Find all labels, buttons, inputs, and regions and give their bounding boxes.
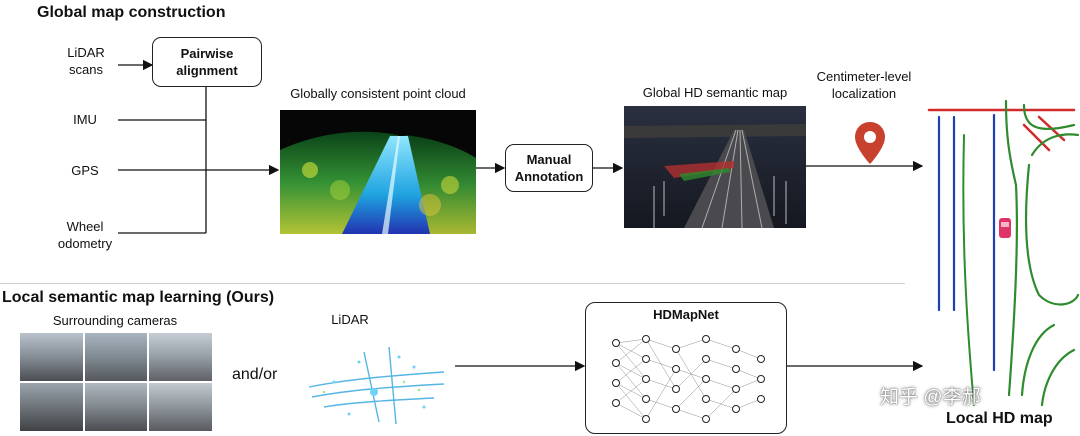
localization-label: Centimeter-level localization [816, 69, 912, 101]
watermark-text: 知乎 @李郝 [880, 387, 981, 408]
wheel-odometry-label: Wheel odometry [57, 219, 113, 251]
point-cloud-label: Globally consistent point cloud [290, 86, 466, 101]
hd-semantic-map-image [624, 106, 806, 228]
manual-annotation-box: Manual Annotation [505, 144, 593, 192]
lidar-scans-label: LiDAR scans [67, 45, 105, 77]
local-hd-map-image [927, 99, 1080, 407]
global-section-title: Global map construction [37, 4, 226, 21]
and-or-label: and/or [232, 366, 278, 383]
pairwise-alignment-label: Pairwise alignment [176, 46, 238, 78]
local-lidar-label: LiDAR [331, 312, 369, 327]
gps-label: GPS [71, 163, 99, 178]
surrounding-cameras-label: Surrounding cameras [52, 313, 178, 328]
imu-label: IMU [73, 112, 97, 127]
local-hd-map-label: Local HD map [946, 410, 1053, 427]
local-section-title: Local semantic map learning (Ours) [2, 289, 275, 306]
section-divider [0, 283, 905, 284]
point-cloud-image [280, 110, 476, 234]
lidar-point-cloud-image [308, 346, 445, 425]
location-pin-icon [855, 122, 885, 164]
camera-images [20, 333, 212, 431]
hdmapnet-box: HDMapNet [585, 302, 787, 434]
pairwise-alignment-box: Pairwise alignment [152, 37, 262, 87]
hdmapnet-label: HDMapNet [653, 307, 719, 322]
manual-annotation-label: Manual Annotation [514, 152, 584, 184]
neural-network-icon [612, 335, 765, 423]
hd-semantic-map-label: Global HD semantic map [642, 85, 788, 100]
